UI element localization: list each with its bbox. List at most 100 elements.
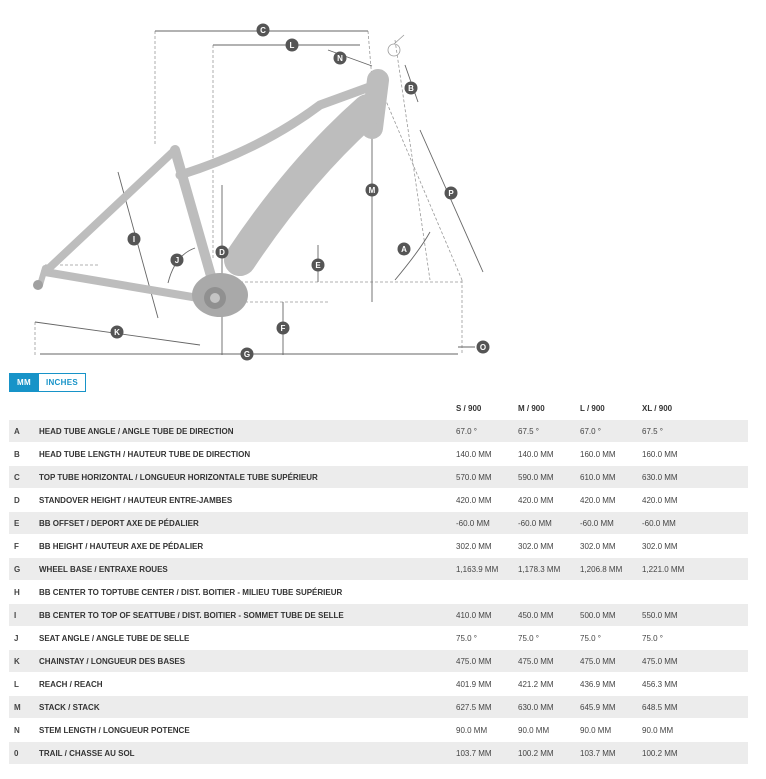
dimension-badge-p: P [444,186,458,200]
svg-text:F: F [281,324,286,333]
svg-text:I: I [133,235,135,244]
row-label: TOP TUBE HORIZONTAL / LONGUEUR HORIZONTA… [39,465,456,489]
value-xl: 630.0 MM [642,465,748,489]
value-s: 67.0 ° [456,419,518,443]
value-s [456,580,518,604]
value-m: 302.0 MM [518,534,580,558]
size-s-header: S / 900 [456,404,482,413]
dimension-badge-a: A [397,242,411,256]
value-l: 302.0 MM [580,534,642,558]
unit-mm-tab[interactable]: MM [10,374,38,391]
value-l: 67.0 ° [580,419,642,443]
row-key: M [9,695,39,719]
row-key: L [9,672,39,696]
value-l: 610.0 MM [580,465,642,489]
row-label: WHEEL BASE / ENTRAXE ROUES [39,557,456,581]
value-xl: 475.0 MM [642,649,748,673]
row-key: I [9,603,39,627]
value-l: 500.0 MM [580,603,642,627]
row-key: 0 [9,741,39,764]
svg-text:L: L [290,41,295,50]
row-label: BB HEIGHT / HAUTEUR AXE DE PÉDALIER [39,534,456,558]
svg-text:D: D [219,248,225,257]
row-label: SEAT ANGLE / ANGLE TUBE DE SELLE [39,626,456,650]
value-m: 90.0 MM [518,718,580,742]
value-xl: -60.0 MM [642,511,748,535]
value-xl [642,580,748,604]
row-key: D [9,488,39,512]
dimension-badge-b: B [404,81,418,95]
row-key: E [9,511,39,535]
row-label: STEM LENGTH / LONGUEUR POTENCE [39,718,456,742]
value-m: -60.0 MM [518,511,580,535]
table-header-row: S / 900 M / 900 L / 900 XL / 900 [9,398,748,420]
value-m: 630.0 MM [518,695,580,719]
svg-text:O: O [480,343,486,352]
svg-text:P: P [448,189,454,198]
row-key: K [9,649,39,673]
dimension-badge-m: M [365,183,379,197]
row-label: BB OFFSET / DEPORT AXE DE PÉDALIER [39,511,456,535]
value-s: 627.5 MM [456,695,518,719]
bike-frame [37,69,389,304]
value-xl: 75.0 ° [642,626,748,650]
row-label: HEAD TUBE ANGLE / ANGLE TUBE DE DIRECTIO… [39,419,456,443]
row-key: A [9,419,39,443]
value-s: 302.0 MM [456,534,518,558]
value-m: 67.5 ° [518,419,580,443]
unit-toggle: MM INCHES [9,373,86,392]
value-l: -60.0 MM [580,511,642,535]
dimension-guide-lines [34,30,463,355]
value-s: 420.0 MM [456,488,518,512]
dimension-badge-i: I [127,232,141,246]
motor-unit [192,273,248,317]
size-xl-header: XL / 900 [642,404,673,413]
value-xl: 456.3 MM [642,672,748,696]
row-key: J [9,626,39,650]
row-key: C [9,465,39,489]
svg-text:M: M [369,186,376,195]
value-l: 103.7 MM [580,741,642,764]
value-s: 475.0 MM [456,649,518,673]
value-s: 140.0 MM [456,442,518,466]
description-header [39,398,456,420]
value-xl: 648.5 MM [642,695,748,719]
value-xl: 420.0 MM [642,488,748,512]
dimension-lines [34,30,484,355]
key-header [9,398,39,420]
svg-text:K: K [114,328,120,337]
value-xl: 90.0 MM [642,718,748,742]
dimension-badge-l: L [285,38,299,52]
value-m: 420.0 MM [518,488,580,512]
value-xl: 1,221.0 MM [642,557,748,581]
value-l [580,580,642,604]
row-label: STANDOVER HEIGHT / HAUTEUR ENTRE-JAMBES [39,488,456,512]
value-xl: 550.0 MM [642,603,748,627]
row-label: TRAIL / CHASSE AU SOL [39,741,456,764]
value-m: 450.0 MM [518,603,580,627]
unit-inches-tab[interactable]: INCHES [37,374,85,391]
dimension-badge-g: G [240,347,254,361]
dimension-badge-n: N [333,51,347,65]
value-m: 1,178.3 MM [518,557,580,581]
svg-text:N: N [337,54,343,63]
value-l: 160.0 MM [580,442,642,466]
value-m: 421.2 MM [518,672,580,696]
dimension-badge-c: C [256,23,270,37]
svg-text:J: J [175,256,179,265]
row-label: BB CENTER TO TOPTUBE CENTER / DIST. BOIT… [39,580,456,604]
row-key: G [9,557,39,581]
row-label: BB CENTER TO TOP OF SEATTUBE / DIST. BOI… [39,603,456,627]
